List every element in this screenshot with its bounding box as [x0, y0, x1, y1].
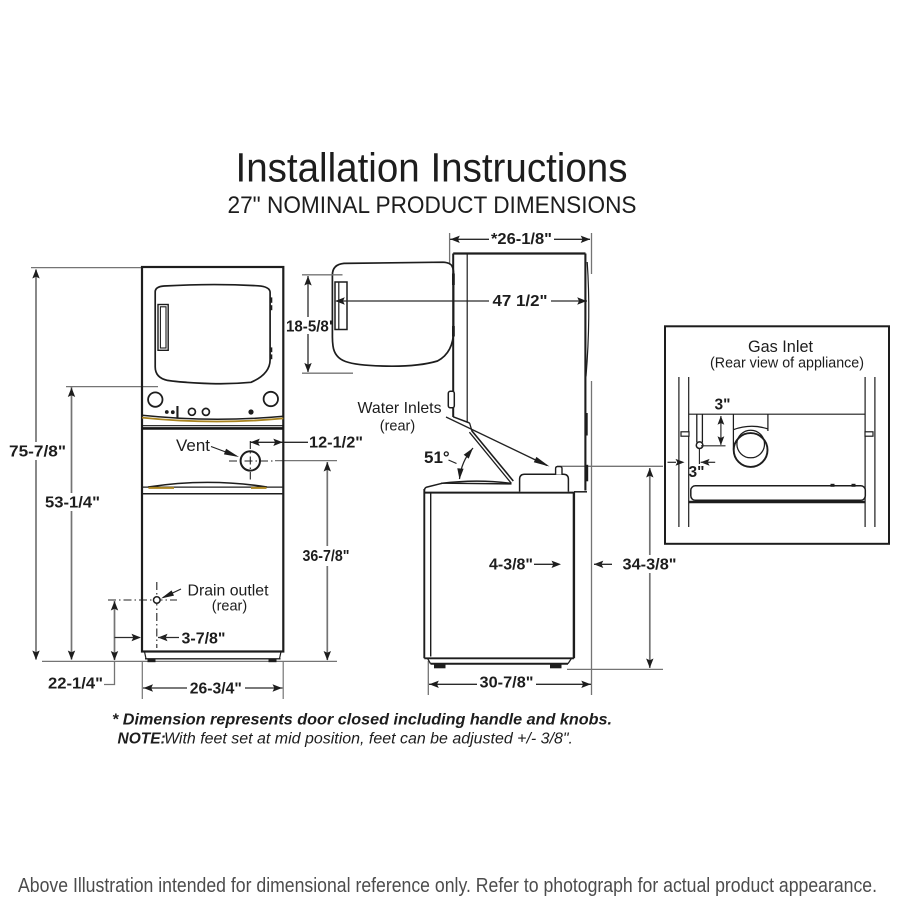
svg-text:*26-1/8": *26-1/8" — [491, 231, 552, 248]
svg-text:22-1/4": 22-1/4" — [48, 676, 103, 693]
svg-text:3-7/8": 3-7/8" — [182, 631, 226, 648]
svg-text:30-7/8": 30-7/8" — [480, 675, 534, 692]
svg-text:* Dimension represents door cl: * Dimension represents door closed inclu… — [112, 712, 612, 729]
svg-text:3": 3" — [689, 464, 705, 481]
svg-text:75-7/8": 75-7/8" — [9, 444, 66, 461]
svg-text:Gas Inlet: Gas Inlet — [748, 338, 813, 356]
svg-text:(rear): (rear) — [380, 419, 415, 435]
svg-text:12-1/2": 12-1/2" — [309, 435, 363, 452]
svg-text:27" NOMINAL PRODUCT DIMENSIONS: 27" NOMINAL PRODUCT DIMENSIONS — [228, 192, 637, 219]
svg-text:36-7/8": 36-7/8" — [303, 548, 350, 565]
svg-text:34-3/8": 34-3/8" — [623, 556, 677, 573]
svg-text:Drain outlet: Drain outlet — [188, 583, 270, 600]
svg-text:47 1/2": 47 1/2" — [493, 293, 548, 310]
svg-text:Water Inlets: Water Inlets — [358, 400, 442, 417]
svg-text:26-3/4": 26-3/4" — [190, 681, 242, 698]
svg-text:53-1/4": 53-1/4" — [45, 495, 100, 512]
svg-text:With feet set at mid position,: With feet set at mid position, feet can … — [164, 731, 573, 748]
svg-text:3": 3" — [715, 397, 731, 414]
svg-text:(rear): (rear) — [212, 599, 247, 615]
svg-text:18-5/8": 18-5/8" — [286, 319, 336, 336]
svg-text:NOTE:: NOTE: — [118, 731, 166, 748]
svg-text:Above Illustration intended fo: Above Illustration intended for dimensio… — [18, 874, 877, 897]
svg-text:Installation Instructions: Installation Instructions — [236, 145, 628, 191]
svg-text:51°: 51° — [424, 448, 450, 467]
svg-text:4-3/8": 4-3/8" — [489, 556, 533, 573]
svg-text:Vent: Vent — [176, 436, 210, 455]
svg-text:(Rear view of appliance): (Rear view of appliance) — [710, 356, 864, 372]
